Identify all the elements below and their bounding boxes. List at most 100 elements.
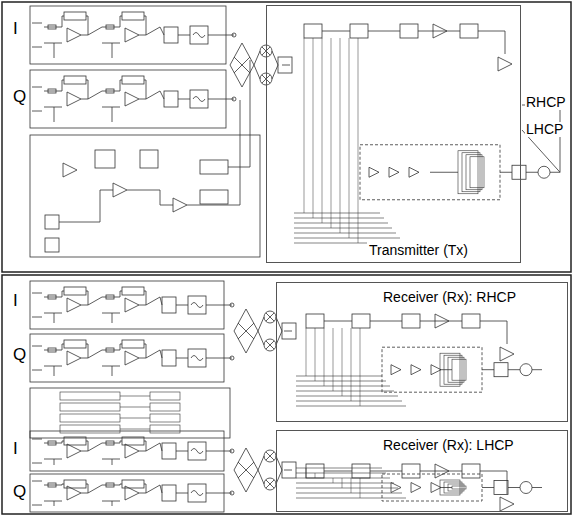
wire bbox=[342, 478, 343, 488]
block-outline bbox=[48, 348, 56, 352]
wire bbox=[294, 228, 392, 229]
wire bbox=[500, 172, 512, 173]
wire bbox=[284, 331, 292, 332]
amplifier-symbol bbox=[431, 365, 441, 375]
block-outline bbox=[48, 483, 56, 487]
wire bbox=[54, 107, 55, 122]
connector-symbol bbox=[538, 166, 550, 178]
block-outline bbox=[360, 145, 500, 200]
block-outline bbox=[458, 151, 478, 194]
amplifier-symbol bbox=[125, 351, 139, 365]
block-outline bbox=[30, 70, 226, 128]
connector-symbol bbox=[520, 364, 532, 376]
wire bbox=[32, 505, 42, 506]
amplifier-symbol bbox=[67, 298, 81, 312]
wire bbox=[32, 293, 42, 294]
wire bbox=[296, 386, 390, 387]
block-outline bbox=[190, 90, 208, 108]
wire bbox=[368, 31, 400, 32]
filter-symbol bbox=[193, 33, 205, 38]
wire bbox=[81, 441, 88, 451]
block-outline bbox=[188, 442, 206, 460]
wire bbox=[54, 313, 55, 323]
wire bbox=[418, 31, 460, 32]
wire bbox=[139, 441, 146, 451]
block-outline bbox=[512, 165, 526, 179]
wire bbox=[478, 31, 505, 54]
channel-label: I bbox=[12, 440, 19, 459]
wire bbox=[102, 459, 120, 460]
wire bbox=[139, 344, 146, 358]
filter-symbol bbox=[191, 303, 203, 308]
wire bbox=[88, 485, 102, 493]
amplifier-symbol bbox=[113, 183, 127, 197]
wire bbox=[296, 381, 386, 382]
wire bbox=[88, 27, 102, 35]
block-outline bbox=[2, 275, 571, 514]
wire bbox=[206, 305, 232, 306]
channel-label: I bbox=[12, 292, 19, 311]
block-outline bbox=[188, 484, 206, 502]
wire bbox=[206, 451, 232, 452]
section-title: Receiver (Rx): RHCP bbox=[381, 289, 518, 306]
terminal bbox=[230, 491, 234, 495]
wire bbox=[120, 396, 150, 397]
wire bbox=[480, 471, 507, 494]
wire bbox=[54, 501, 55, 506]
wire bbox=[160, 27, 164, 35]
block-outline bbox=[45, 215, 59, 229]
amplifier-symbol bbox=[67, 351, 81, 365]
block-outline bbox=[64, 437, 86, 445]
wire bbox=[370, 471, 402, 472]
block-outline bbox=[150, 392, 180, 400]
wire bbox=[296, 488, 398, 489]
wire bbox=[120, 16, 122, 27]
block-outline bbox=[30, 431, 224, 471]
wire bbox=[120, 418, 150, 419]
wire bbox=[258, 317, 264, 331]
amplifier-symbol bbox=[67, 92, 81, 106]
wire bbox=[127, 190, 173, 205]
block-outline bbox=[462, 314, 480, 328]
wire bbox=[88, 297, 102, 305]
wire bbox=[81, 16, 88, 35]
wire bbox=[532, 487, 542, 488]
wire bbox=[360, 328, 361, 406]
block-outline bbox=[106, 348, 114, 352]
wire bbox=[81, 291, 88, 305]
wire bbox=[44, 366, 62, 367]
wire bbox=[258, 470, 264, 484]
wire bbox=[102, 366, 120, 367]
rf-section-box: Transmitter (Tx) bbox=[266, 5, 521, 263]
block-outline bbox=[382, 347, 482, 392]
block-outline bbox=[64, 340, 86, 348]
amplifier-symbol bbox=[67, 28, 81, 42]
wire bbox=[266, 341, 274, 349]
wire bbox=[266, 480, 274, 488]
amplifier-symbol bbox=[500, 497, 514, 511]
wire bbox=[44, 107, 62, 108]
block-outline bbox=[164, 91, 178, 107]
wire bbox=[32, 370, 42, 371]
wire bbox=[296, 396, 398, 397]
terminal bbox=[230, 449, 234, 453]
wire bbox=[315, 473, 316, 478]
wire bbox=[102, 43, 120, 44]
wire bbox=[238, 323, 254, 339]
wire bbox=[254, 51, 260, 65]
wire bbox=[234, 57, 250, 73]
wire bbox=[88, 350, 102, 358]
wire bbox=[44, 297, 62, 298]
block-outline bbox=[48, 89, 56, 93]
wire bbox=[102, 313, 120, 314]
block-outline bbox=[140, 150, 158, 168]
wire bbox=[44, 313, 62, 314]
block-outline bbox=[306, 314, 324, 328]
wire bbox=[313, 38, 314, 218]
wire bbox=[296, 473, 386, 474]
amplifier-symbol bbox=[67, 444, 81, 458]
wire bbox=[304, 38, 305, 213]
wire bbox=[266, 480, 274, 488]
amplifier-symbol bbox=[433, 24, 447, 38]
block-outline bbox=[30, 474, 224, 512]
